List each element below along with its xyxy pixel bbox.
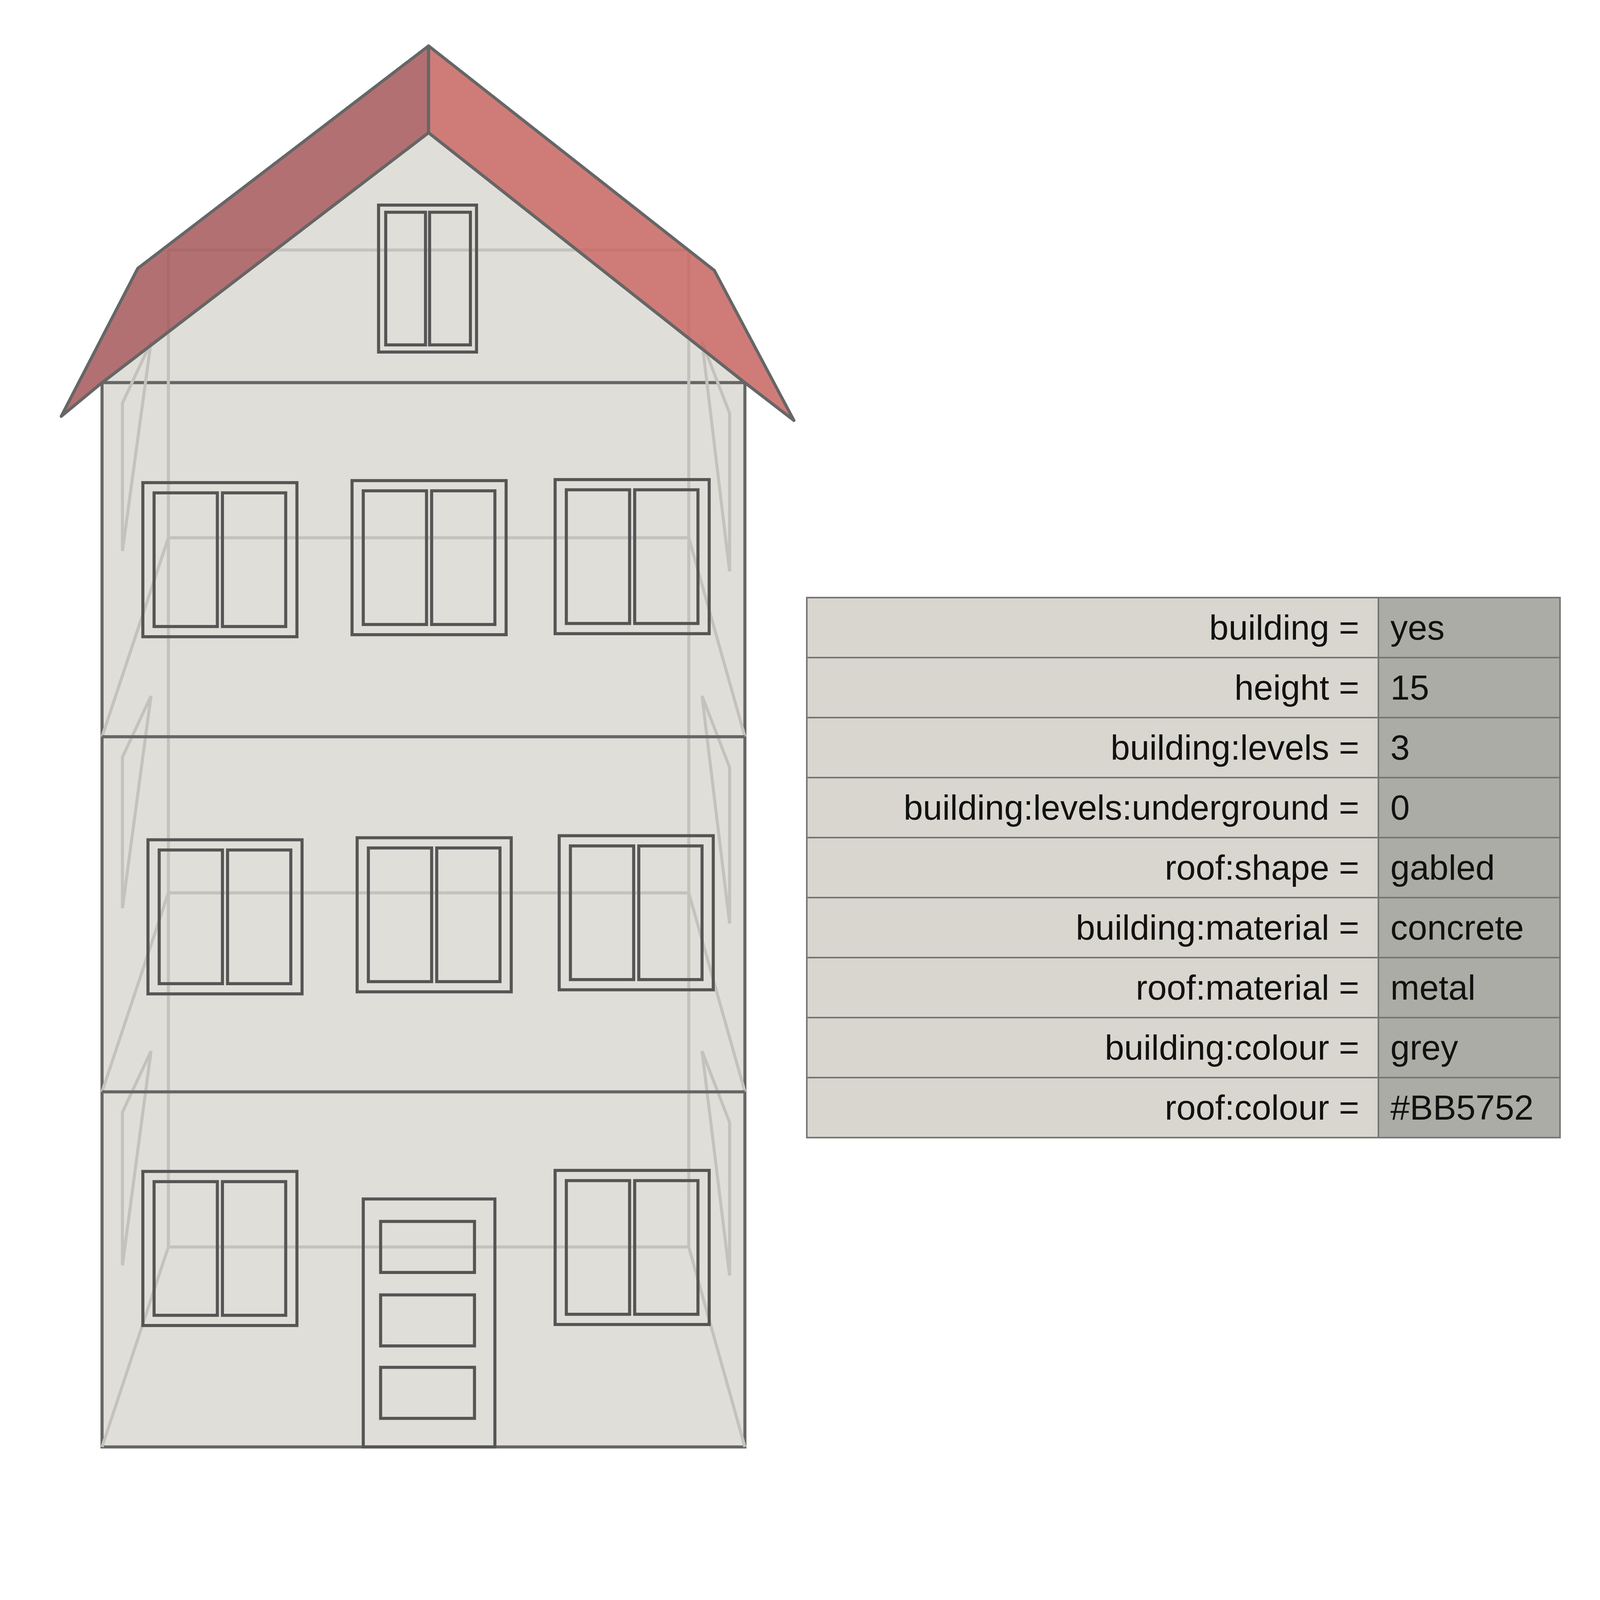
floor-line — [102, 1090, 745, 1094]
window-frame — [555, 1170, 710, 1325]
tag-key: building = — [1209, 607, 1360, 648]
tag-key-cell: roof:material = — [807, 958, 1380, 1019]
tag-value-cell: metal — [1379, 958, 1561, 1019]
tag-value-cell: 3 — [1379, 718, 1561, 779]
window-frame — [378, 205, 477, 352]
window-pane — [154, 492, 218, 627]
tag-key-cell: building:material = — [807, 898, 1380, 959]
floor-line — [102, 735, 745, 739]
window-pane — [566, 1180, 630, 1315]
window-pane — [429, 212, 471, 346]
hidden-edge — [702, 342, 730, 572]
tag-key: building:material = — [1076, 907, 1360, 948]
window-pane — [385, 212, 426, 346]
hidden-edge — [687, 250, 691, 1247]
hidden-edge — [688, 892, 745, 1092]
window — [357, 837, 512, 992]
window-pane — [570, 846, 634, 980]
window-frame — [357, 837, 512, 992]
tag-key: height = — [1234, 667, 1360, 708]
window-frame — [142, 482, 297, 637]
window-pane — [368, 848, 432, 982]
hidden-edges — [102, 250, 745, 1447]
house-body — [102, 132, 745, 1448]
hidden-edge — [122, 342, 151, 552]
hidden-edge — [168, 536, 689, 540]
window-pane — [566, 489, 630, 624]
tag-value-cell: yes — [1379, 598, 1561, 659]
tag-key-cell: building:levels = — [807, 718, 1380, 779]
hidden-edge — [166, 250, 170, 1247]
tag-value: metal — [1390, 967, 1476, 1008]
door-panel — [380, 1367, 475, 1419]
window — [142, 1171, 297, 1326]
window-pane — [638, 846, 702, 980]
window-pane — [634, 1180, 698, 1315]
window-frame — [555, 479, 710, 634]
window-pane — [227, 850, 291, 984]
hidden-edge — [702, 696, 730, 924]
hidden-edge — [122, 1051, 151, 1266]
tag-key-cell: building = — [807, 598, 1380, 659]
window-frame — [148, 839, 302, 994]
door-frame — [363, 1198, 495, 1447]
window-frame — [142, 1171, 297, 1326]
roof — [61, 46, 794, 421]
facade-wall — [102, 382, 745, 1448]
window-pane — [154, 1181, 218, 1316]
tag-key: building:levels:underground = — [903, 787, 1360, 828]
door-panel — [380, 1221, 475, 1273]
window-frame — [559, 835, 714, 990]
tag-value: yes — [1390, 607, 1445, 648]
tag-value-cell: #BB5752 — [1379, 1078, 1561, 1139]
hidden-edge — [168, 1245, 689, 1249]
tag-key: roof:colour = — [1164, 1087, 1360, 1128]
window — [559, 835, 714, 990]
window — [142, 482, 297, 637]
window-pane — [159, 850, 223, 984]
tag-value-cell: 15 — [1379, 658, 1561, 719]
attic-window — [378, 205, 477, 352]
window — [555, 1170, 710, 1325]
roof-face-left — [61, 46, 429, 417]
tag-value-cell: gabled — [1379, 838, 1561, 899]
tag-value: #BB5752 — [1390, 1087, 1534, 1128]
hidden-edge — [168, 891, 689, 895]
door — [363, 1198, 495, 1447]
tag-value: 3 — [1390, 727, 1410, 768]
tag-value: gabled — [1390, 847, 1495, 888]
tag-key-cell: height = — [807, 658, 1380, 719]
tag-table: building = yes height = 15 building:levels =… — [806, 596, 1561, 1139]
tag-key-cell: building:levels:underground = — [807, 778, 1380, 839]
window-pane — [222, 492, 286, 627]
window-pane — [363, 490, 427, 625]
window — [555, 479, 710, 634]
tag-value-cell: 0 — [1379, 778, 1561, 839]
roof-face-right — [428, 46, 794, 421]
window — [148, 839, 302, 994]
tag-key: roof:shape = — [1164, 847, 1360, 888]
hidden-edge — [702, 1051, 730, 1276]
floor-lines — [102, 736, 745, 1092]
window-pane — [634, 489, 698, 624]
door-panel — [380, 1294, 475, 1346]
tag-value-cell: grey — [1379, 1018, 1561, 1079]
tag-key-cell: roof:colour = — [807, 1078, 1380, 1139]
tag-key: building:colour = — [1104, 1027, 1360, 1068]
window-pane — [431, 490, 495, 625]
tag-key: building:levels = — [1110, 727, 1360, 768]
hidden-edge — [102, 1246, 169, 1447]
tag-value-cell: concrete — [1379, 898, 1561, 959]
window-pane — [222, 1181, 286, 1316]
window-frame — [352, 480, 506, 635]
tag-value: 15 — [1390, 667, 1430, 708]
tag-value: grey — [1390, 1027, 1458, 1068]
tag-value: concrete — [1390, 907, 1524, 948]
window-pane — [436, 848, 500, 982]
tag-value: 0 — [1390, 787, 1410, 828]
tag-key: roof:material = — [1136, 967, 1360, 1008]
tag-key-cell: building:colour = — [807, 1018, 1380, 1079]
tag-key-cell: roof:shape = — [807, 838, 1380, 899]
window — [352, 480, 506, 635]
